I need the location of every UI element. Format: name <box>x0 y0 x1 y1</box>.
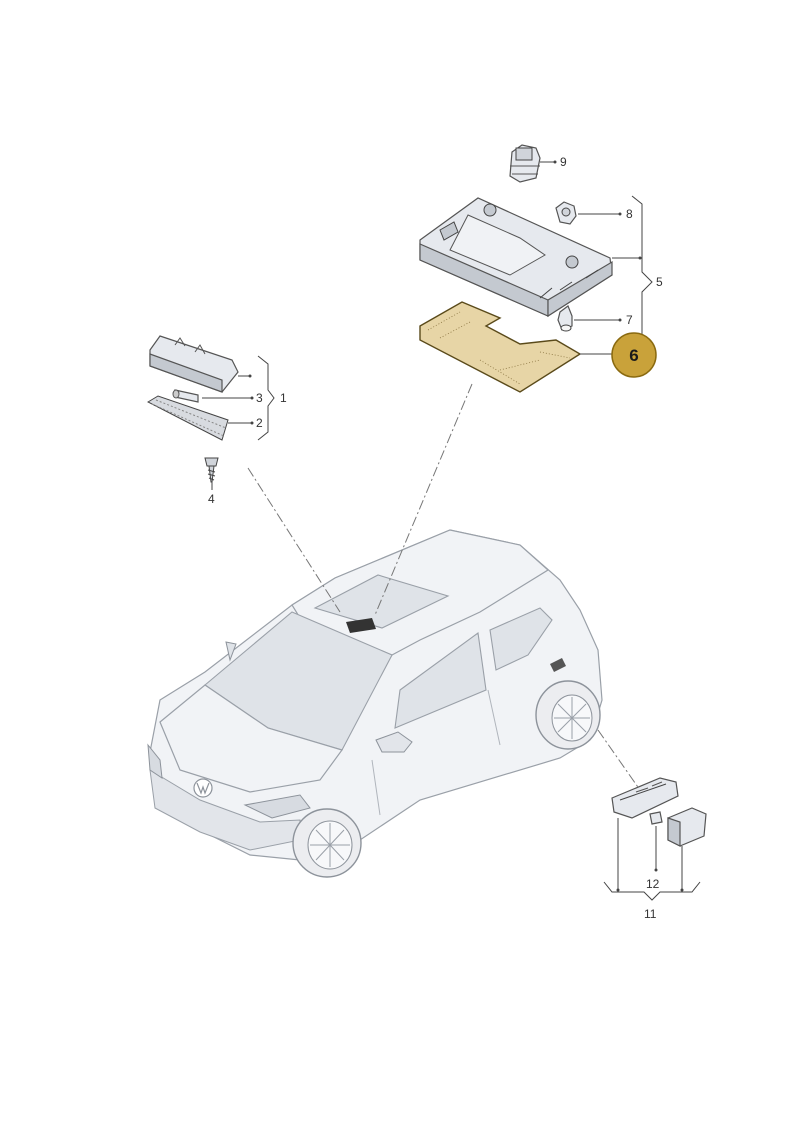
roof-module-group <box>419 144 653 393</box>
location-line-trunk-light <box>597 729 641 791</box>
door-line <box>371 689 501 816</box>
callout-1: 1 <box>280 391 287 405</box>
callout-5: 5 <box>656 275 663 289</box>
light-lens <box>146 395 229 441</box>
car-rear-wheel <box>535 680 601 750</box>
trunk-light-housing <box>611 777 679 819</box>
callout-6-badge[interactable]: 6 <box>611 332 657 378</box>
trunk-bulb <box>649 811 663 825</box>
callout-9: 9 <box>560 155 567 169</box>
screw-icon <box>204 457 219 483</box>
car-mirror <box>375 731 413 753</box>
roof-light-location <box>346 618 376 633</box>
callout-3: 3 <box>256 391 263 405</box>
location-line-roof-module <box>374 383 473 616</box>
callout-12: 12 <box>646 877 660 891</box>
car-front-wheel <box>292 808 362 878</box>
callout-7: 7 <box>626 313 633 327</box>
location-line-rear-light <box>247 467 341 613</box>
car-front-side-window <box>394 632 487 729</box>
callout-11: 11 <box>644 907 657 921</box>
gasket-seal <box>419 301 582 393</box>
car-headlight-left <box>147 743 163 780</box>
callout-2: 2 <box>256 416 263 430</box>
callout-6: 6 <box>629 346 638 365</box>
car-headlight-right <box>243 794 311 819</box>
fuel-flap <box>550 658 566 672</box>
car-illustration <box>147 529 603 878</box>
switch-knob <box>509 144 541 183</box>
trunk-light-group <box>603 777 707 901</box>
car-hood <box>159 684 343 793</box>
interior-light-group <box>146 335 275 490</box>
callout-4: 4 <box>208 492 215 506</box>
bulb-icon <box>557 305 573 332</box>
callout-8: 8 <box>626 207 633 221</box>
nut-icon <box>555 201 577 225</box>
car-rear-side-window <box>489 607 553 671</box>
